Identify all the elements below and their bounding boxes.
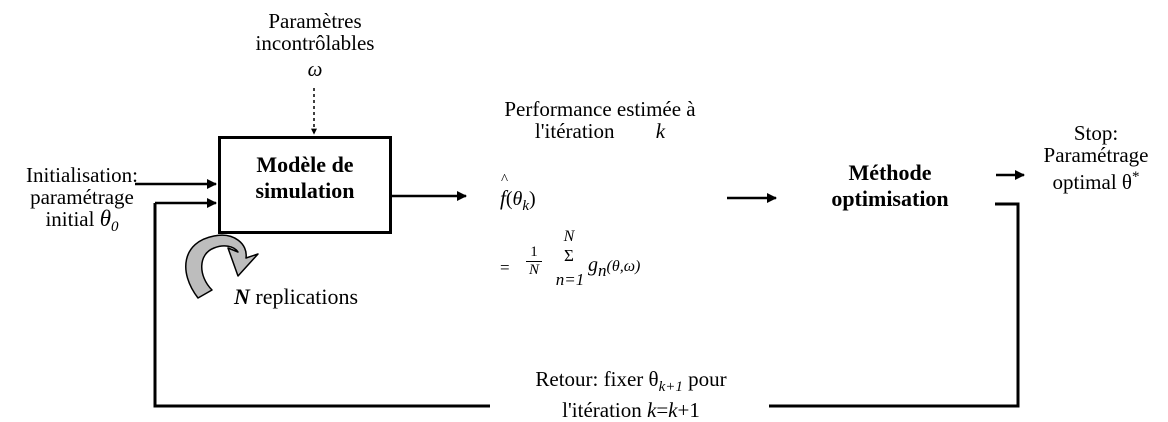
init-line3: initial θ0 [12, 206, 152, 238]
feedback-eq: = [656, 398, 669, 422]
f-symbol: f [500, 186, 506, 210]
performance-label: Performance estimée à l'itération k [470, 98, 730, 142]
fraction-numerator: 1 [530, 244, 538, 260]
feedback-plus-one: +1 [677, 398, 700, 422]
hat-accent: ^ [501, 172, 509, 188]
sum-upper-limit: N [563, 228, 575, 245]
initialisation-label: Initialisation: paramétrage initial θ0 [12, 164, 152, 238]
replications-text: replications [249, 284, 359, 309]
sum-lower-limit: n=1 [555, 270, 585, 289]
feedback-loop-line-right [769, 202, 1020, 408]
stop-superscript: * [1131, 169, 1140, 185]
f-hat: ^f [500, 172, 508, 210]
f-k-sub: k [522, 198, 530, 214]
theta-subscript: 0 [111, 219, 119, 236]
performance-line1: Performance estimée à [504, 97, 696, 121]
feedback-line1: Retour: fixer θk+1 pour [496, 368, 766, 399]
model-line2: simulation [255, 178, 355, 203]
f-theta: θ [512, 188, 523, 210]
feedback-k: k [647, 398, 657, 422]
init-line2: paramétrage [30, 185, 134, 209]
fraction-denominator: N [526, 261, 542, 279]
performance-k: k [655, 119, 666, 143]
model-box [218, 136, 392, 234]
init-line1: Initialisation: [26, 163, 138, 187]
replications-curved-arrow-icon [185, 234, 259, 299]
stop-line2: Paramétrage [1043, 143, 1149, 167]
sum-symbol: Σ [564, 246, 574, 265]
model-line1: Modèle de [256, 152, 354, 177]
feedback-line1-b: pour [682, 367, 727, 391]
feedback-line2: l'itération k=k+1 [496, 399, 766, 422]
replications-label: N replications [234, 286, 358, 308]
uncontrollable-line1: Paramètres [268, 9, 362, 33]
stop-line1: Stop: [1073, 121, 1119, 145]
method-line2: optimisation [831, 186, 949, 211]
formula-fhat: ^f(θk) [500, 172, 536, 215]
g-symbol: g [588, 254, 598, 276]
uncontrollable-line2: incontrôlables [255, 31, 375, 55]
init-line3-text: initial [45, 207, 95, 231]
performance-line2: l'itération k [470, 120, 730, 142]
formula-equals: = [500, 258, 510, 277]
performance-iteration-text: l'itération [534, 119, 615, 143]
omega-symbol: ω [307, 57, 323, 81]
feedback-line2-a: l'itération [562, 398, 647, 422]
feedback-k2: k [668, 398, 678, 422]
feedback-subscript: k+1 [658, 379, 683, 396]
model-label: Modèle de simulation [218, 152, 392, 204]
formula-g: gn(θ,ω) [588, 254, 640, 281]
stop-line3: optimal θ* [1026, 166, 1166, 193]
feedback-line1-a: Retour: fixer θ [535, 367, 659, 391]
formula-fraction: 1 N [526, 244, 542, 279]
stop-line3-text: optimal θ [1052, 170, 1132, 194]
method-line1: Méthode [848, 160, 932, 185]
method-label: Méthode optimisation [780, 160, 1000, 212]
feedback-loop-line-left [153, 203, 490, 408]
stop-label: Stop: Paramétrage optimal θ* [1026, 122, 1166, 193]
g-subscript: n [598, 261, 607, 280]
feedback-label: Retour: fixer θk+1 pour l'itération k=k+… [496, 368, 766, 422]
uncontrollable-params-label: Paramètres incontrôlables ω [250, 10, 380, 80]
theta-symbol: θ [99, 206, 112, 231]
replications-n: N [234, 284, 250, 309]
g-args: (θ,ω) [606, 258, 641, 275]
f-args: (θk) [505, 188, 536, 214]
